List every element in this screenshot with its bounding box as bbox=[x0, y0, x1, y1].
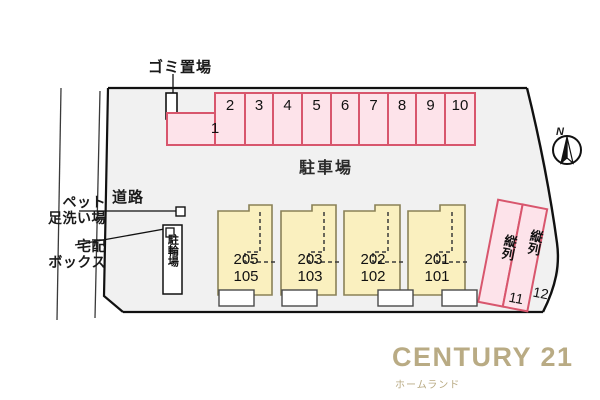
building-unit-201-number: 201 101 bbox=[413, 251, 461, 286]
tandem-stall-11-number: 11 bbox=[507, 288, 525, 308]
pet-wash-label-line1: ペット bbox=[62, 195, 106, 211]
road-line-far bbox=[56, 87, 62, 321]
building-unit-202-number: 202 102 bbox=[349, 251, 397, 286]
compass-north-label: N bbox=[556, 126, 564, 138]
building-unit-202-upper: 202 bbox=[360, 251, 386, 268]
parking-stall-9-number: 9 bbox=[426, 97, 435, 114]
parking-stall-8-number: 8 bbox=[397, 97, 407, 114]
compass-needle-dark-icon bbox=[560, 136, 568, 165]
road-line-outer bbox=[94, 90, 101, 319]
parking-lot-label: 駐車場 bbox=[299, 158, 354, 177]
building-unit-203-number: 203 103 bbox=[286, 251, 334, 286]
century21-logo-main: CENTURY 21 bbox=[392, 342, 574, 372]
parking-stall-8 bbox=[387, 92, 417, 146]
building-unit-205-upper: 205 bbox=[233, 251, 259, 268]
building-unit-205-lower: 105 bbox=[233, 268, 259, 286]
tandem-stall-12 bbox=[501, 203, 549, 313]
delivery-box-marker bbox=[165, 227, 175, 238]
parking-stall-2 bbox=[214, 92, 246, 146]
parking-stall-4 bbox=[272, 92, 303, 146]
building-unit-205-number: 205 105 bbox=[222, 251, 270, 286]
unit-205-entrance bbox=[218, 289, 255, 307]
lot-outline-right bbox=[525, 87, 560, 313]
pet-wash-marker bbox=[175, 206, 186, 217]
parking-stall-9 bbox=[415, 92, 446, 146]
unit-201-entrance bbox=[441, 289, 478, 307]
building-unit-201-lower: 101 bbox=[424, 268, 450, 286]
parking-stall-3-number: 3 bbox=[254, 97, 264, 114]
pet-wash-label-line2: 足洗い場 bbox=[48, 210, 106, 227]
building-unit-203-upper: 203 bbox=[297, 251, 323, 268]
parking-stall-10-number: 10 bbox=[451, 97, 469, 114]
parking-stall-4-number: 4 bbox=[283, 97, 292, 114]
pet-wash-label: ペット 足洗い場 bbox=[14, 195, 106, 227]
parking-stall-2-number: 2 bbox=[225, 97, 235, 114]
lot-outline-left bbox=[102, 87, 124, 313]
garbage-area-label: ゴミ置場 bbox=[148, 58, 213, 76]
delivery-box-leader-line bbox=[74, 227, 171, 246]
road-label: 道路 bbox=[112, 188, 145, 206]
bicycle-parking-box bbox=[162, 224, 183, 295]
parking-stall-1-number: 1 bbox=[210, 120, 220, 137]
parking-stall-5 bbox=[301, 92, 332, 146]
parking-stall-3 bbox=[244, 92, 274, 146]
century21-logo-sub: ホームランド bbox=[395, 380, 461, 391]
parking-stall-7 bbox=[358, 92, 389, 146]
unit-203-entrance bbox=[281, 289, 318, 307]
building-unit-205 bbox=[217, 204, 273, 296]
parking-stall-10 bbox=[444, 92, 476, 146]
parking-stall-6-number: 6 bbox=[340, 97, 350, 114]
delivery-box-label: 宅配 ボックス bbox=[10, 239, 106, 271]
parking-stall-7-number: 7 bbox=[369, 97, 378, 114]
parking-stall-6 bbox=[330, 92, 360, 146]
tandem-parking-group bbox=[477, 198, 549, 313]
bicycle-parking-label: 駐輪場 bbox=[166, 234, 180, 267]
building-unit-203-lower: 103 bbox=[297, 268, 323, 286]
parking-stall-5-number: 5 bbox=[312, 97, 321, 114]
building-unit-202-lower: 102 bbox=[360, 268, 386, 286]
unit-202-entrance bbox=[377, 289, 414, 307]
delivery-box-label-line2: ボックス bbox=[48, 254, 106, 271]
building-unit-202 bbox=[343, 204, 401, 296]
building-unit-201-upper: 201 bbox=[424, 251, 450, 268]
building-unit-203 bbox=[280, 204, 337, 296]
century21-logo: CENTURY 21 ホームランド bbox=[392, 342, 574, 392]
delivery-box-label-line1: 宅配 bbox=[77, 239, 106, 255]
tandem-stall-12-number: 12 bbox=[531, 283, 550, 303]
